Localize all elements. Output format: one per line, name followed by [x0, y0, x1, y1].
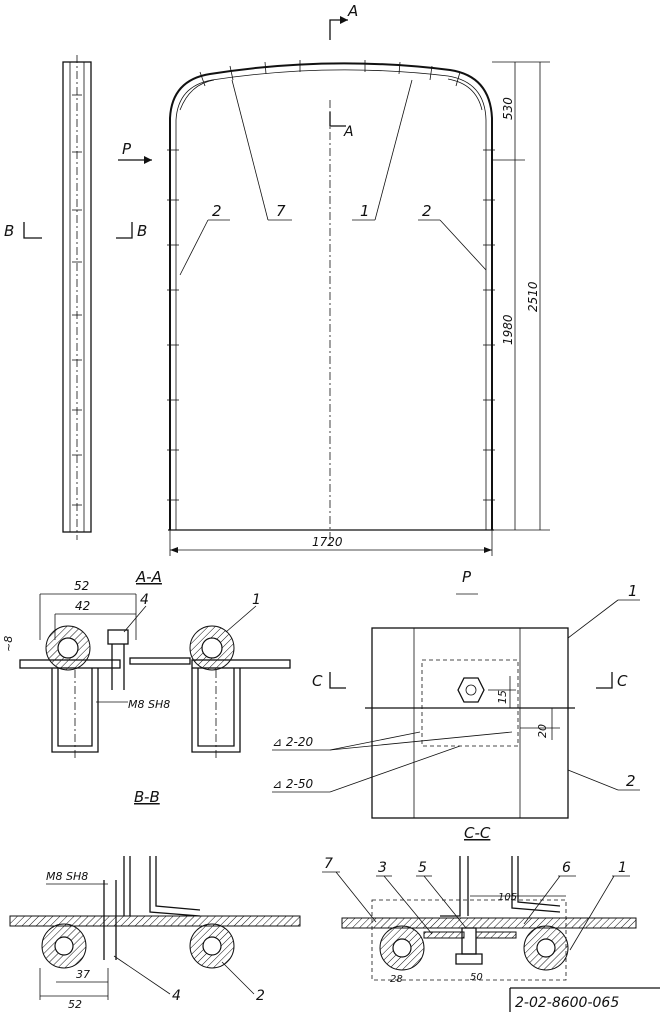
dim-37: 37 [76, 968, 90, 981]
svg-text:M8 SH8: M8 SH8 [128, 698, 170, 711]
section-c-c: C-C 105 28 50 7 3 5 [322, 824, 637, 985]
bolt-label-aa: M8 SH8 [96, 698, 170, 711]
svg-text:C: C [312, 672, 323, 690]
callout-7-cc: 7 [322, 856, 377, 923]
drawing-number: 2-02-8600-065 [515, 995, 619, 1011]
dim-42: 42 [75, 599, 90, 613]
dimension-530: 530 [492, 61, 525, 161]
view-p-label: P [122, 140, 132, 158]
weld-label-2-20: ⊿ 2-20 [272, 731, 513, 751]
svg-text:1: 1 [618, 860, 627, 876]
dim-52-bb: 52 [68, 998, 82, 1011]
callout-5-cc: 5 [416, 860, 467, 929]
svg-text:6: 6 [562, 860, 571, 876]
svg-text:⊿ 2-20: ⊿ 2-20 [272, 735, 313, 749]
weld-label-2-50: ⊿ 2-50 [272, 745, 461, 793]
section-b-b-title: B-B [134, 788, 160, 806]
svg-text:2: 2 [422, 202, 432, 220]
dimension-1720: 1720 [169, 530, 493, 556]
section-c-left-mark: C [312, 672, 346, 690]
svg-text:7: 7 [276, 202, 286, 220]
callout-6-cc: 6 [523, 860, 576, 925]
drawing-number-box: 2-02-8600-065 [509, 987, 660, 1012]
svg-text:A: A [347, 2, 358, 20]
dimension-1980: 1980 [501, 160, 516, 530]
svg-text:1: 1 [252, 592, 261, 608]
svg-text:2: 2 [626, 772, 636, 790]
door-outline [169, 62, 493, 530]
svg-text:1980: 1980 [501, 314, 515, 345]
svg-text:4: 4 [140, 592, 149, 608]
svg-text:2: 2 [212, 202, 222, 220]
section-b-left-mark: B [4, 222, 42, 240]
svg-text:⊿ 2-50: ⊿ 2-50 [272, 777, 313, 791]
section-b-b: B-B 37 52 M8 SH8 4 2 [9, 788, 301, 1011]
section-b-right-mark: B [116, 222, 147, 240]
section-a-top-mark: A [329, 2, 358, 40]
view-p-title: P [462, 568, 472, 586]
view-p-marker: P [118, 140, 152, 164]
callout-2-p: 2 [567, 769, 640, 791]
callout-7: 7 [231, 79, 292, 221]
callout-2-bb: 2 [221, 961, 265, 1004]
side-view [62, 55, 92, 540]
bolt-label-bb: M8 SH8 [46, 870, 108, 885]
svg-text:2510: 2510 [526, 281, 540, 312]
callout-3-cc: 3 [376, 860, 433, 935]
callout-1: 1 [352, 79, 413, 221]
dim-20: 20 [520, 708, 560, 740]
svg-text:C: C [617, 672, 628, 690]
svg-text:A: A [343, 124, 354, 140]
svg-text:3: 3 [378, 860, 387, 876]
svg-text:2: 2 [256, 988, 265, 1004]
svg-text:M8 SH8: M8 SH8 [46, 870, 88, 883]
callout-1-aa: 1 [225, 592, 261, 633]
section-a-a-title: A-A [135, 568, 162, 586]
svg-text:B: B [137, 222, 147, 240]
callout-1-cc: 1 [569, 860, 630, 951]
svg-text:7: 7 [324, 856, 333, 872]
dim-28: 28 [390, 974, 403, 985]
callout-left-2: 2 [179, 202, 230, 276]
svg-text:1720: 1720 [312, 535, 343, 549]
dimension-2510: 2510 [494, 61, 550, 531]
section-c-right-mark: C [596, 672, 628, 690]
svg-text:1: 1 [628, 582, 638, 600]
dim-50: 50 [470, 972, 483, 983]
svg-text:20: 20 [536, 724, 549, 738]
svg-text:5: 5 [418, 860, 427, 876]
svg-text:1: 1 [360, 202, 370, 220]
callout-4-bb: 4 [113, 955, 181, 1004]
section-c-c-title: C-C [464, 824, 491, 842]
section-a-mid-mark: A [329, 112, 354, 140]
view-p: P 15 20 1 2 [272, 568, 640, 819]
dim-15: 15 [488, 676, 516, 708]
callout-right-2: 2 [418, 202, 487, 271]
svg-text:B: B [4, 222, 14, 240]
dim-105: 105 [498, 892, 517, 903]
svg-text:4: 4 [172, 988, 181, 1004]
svg-text:530: 530 [501, 97, 515, 120]
svg-text:15: 15 [496, 690, 509, 704]
view-p-outline [371, 627, 569, 819]
main-door-view: A A 2 7 1 2 530 [167, 2, 550, 556]
dim-8: ~8 [2, 636, 15, 652]
section-a-a: A-A 52 42 ~8 4 1 M8 SH8 [2, 568, 291, 760]
callout-4-aa: 4 [123, 592, 149, 633]
dim-52: 52 [74, 579, 89, 593]
callout-1-p: 1 [567, 582, 640, 639]
